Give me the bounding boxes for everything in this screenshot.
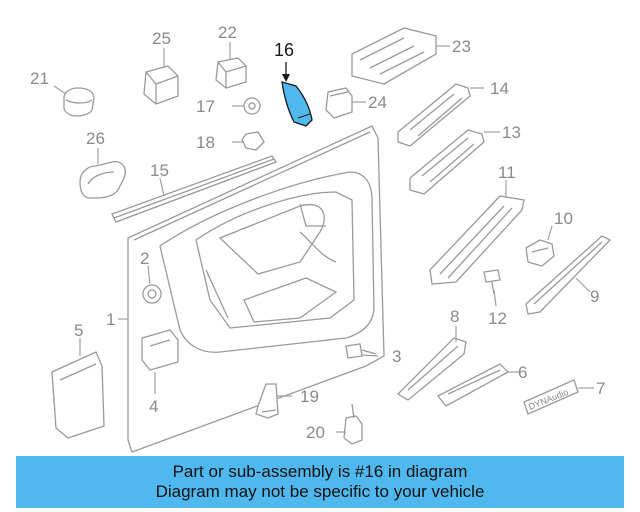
part-23-master-switch	[351, 27, 437, 85]
part-8-pull-handle	[396, 337, 467, 401]
banner-line-2: Diagram may not be specific to your vehi…	[155, 482, 485, 501]
part-1-door-trim-panel	[127, 125, 385, 453]
part-12-screw	[483, 269, 501, 295]
callout-8: 8	[450, 307, 459, 326]
part-22-switch	[215, 57, 247, 89]
part-2-grommet	[142, 284, 162, 304]
callout-labels: 1 2 3 4 5 6 7 8 9 10 11 12 13 14 15 16 1…	[30, 23, 605, 442]
part-17-clip	[243, 97, 261, 115]
callout-18: 18	[196, 133, 215, 152]
part-24-switch	[325, 87, 353, 119]
part-15-weatherstrip	[111, 155, 277, 223]
part-13-switch-bezel	[409, 129, 485, 195]
info-banner: Part or sub-assembly is #16 in diagram D…	[16, 456, 624, 508]
callout-25: 25	[152, 29, 171, 48]
callout-21: 21	[30, 69, 49, 88]
callout-24: 24	[368, 93, 387, 112]
callout-3: 3	[392, 347, 401, 366]
part-11-garnish	[429, 195, 525, 285]
callout-23: 23	[452, 37, 471, 56]
callout-1: 1	[106, 310, 115, 329]
callout-20: 20	[306, 423, 325, 442]
part-21-switch-knob	[63, 87, 95, 117]
part-4-bracket	[141, 329, 179, 371]
callout-14: 14	[490, 79, 509, 98]
callout-26: 26	[86, 129, 105, 148]
callout-15: 15	[150, 161, 169, 180]
callout-4: 4	[149, 397, 158, 416]
part-19-bracket	[255, 383, 279, 419]
callout-22: 22	[218, 23, 237, 42]
leader-lines	[53, 42, 594, 433]
callout-6: 6	[518, 363, 527, 382]
part-7-emblem: DYNAudio	[523, 379, 579, 415]
callout-17: 17	[196, 97, 215, 116]
callout-10: 10	[554, 209, 573, 228]
part-18-push-clip	[241, 131, 265, 151]
callout-16: 16	[274, 40, 294, 60]
callout-13: 13	[502, 123, 521, 142]
callout-5: 5	[74, 321, 83, 340]
part-3-screw	[345, 343, 377, 359]
part-6-reflector	[436, 363, 510, 407]
part-9-molding	[525, 235, 612, 315]
callout-9: 9	[590, 287, 599, 306]
part-26-door-handle	[79, 161, 126, 199]
part-20-connector	[343, 403, 363, 445]
part-16-mirror-cover	[281, 81, 313, 127]
part-25-switch	[143, 65, 179, 105]
callout-7: 7	[596, 379, 605, 398]
part-5-speaker-cover	[51, 351, 105, 439]
callout-12: 12	[488, 309, 507, 328]
banner-line-1: Part or sub-assembly is #16 in diagram	[172, 462, 468, 481]
part-14-switch-bezel	[397, 83, 471, 147]
callout-19: 19	[300, 387, 319, 406]
part-10-clip	[525, 239, 555, 267]
callout-2: 2	[140, 249, 149, 268]
callout-11: 11	[498, 163, 516, 182]
